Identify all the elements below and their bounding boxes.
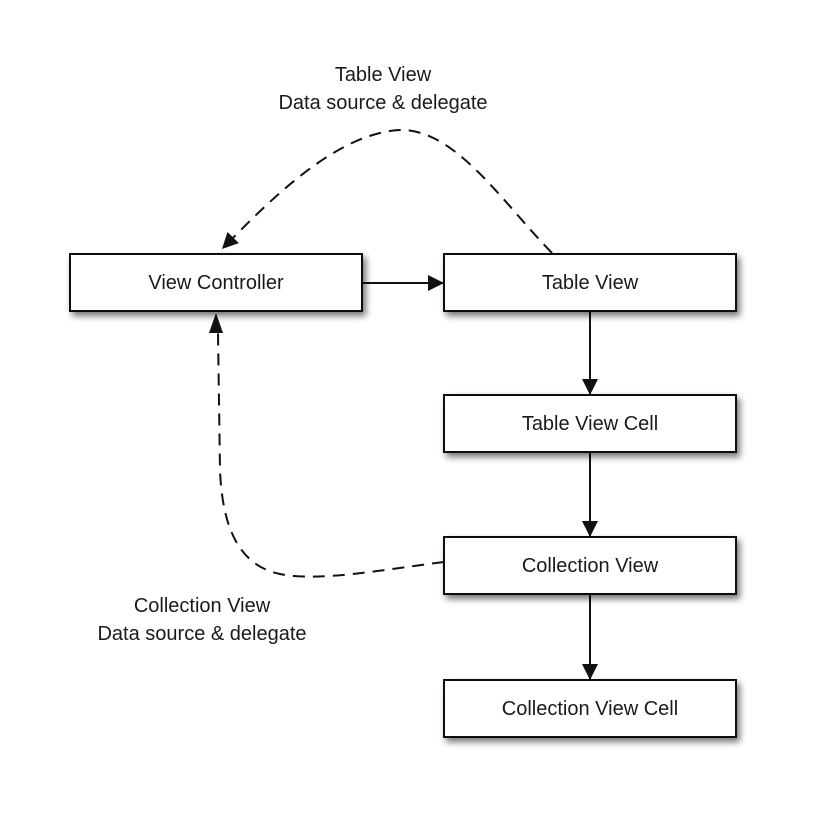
edge-label-subtitle: Data source & delegate: [278, 92, 487, 114]
dashed-edge-path: [217, 332, 445, 578]
dashed-edge-path: [221, 128, 553, 254]
arrowhead-up-icon: [209, 313, 223, 333]
edge-collectionview-datasource: Collection View Data source & delegate: [97, 313, 445, 645]
node-label: View Controller: [148, 272, 284, 294]
edge-label-subtitle: Data source & delegate: [97, 623, 306, 645]
solid-edges: [362, 275, 598, 680]
node-box: [443, 394, 737, 453]
node-label: Collection View: [522, 555, 659, 577]
node-table-view-cell[interactable]: Table View Cell: [443, 394, 737, 453]
node-label: Table View: [542, 272, 639, 294]
node-view-controller[interactable]: View Controller: [69, 253, 363, 312]
node-box: [443, 253, 737, 312]
edge-tableview-datasource: Table View Data source & delegate: [221, 64, 553, 254]
edge-label-title: Table View: [335, 64, 432, 86]
node-box: [443, 679, 737, 738]
node-label: Collection View Cell: [502, 698, 678, 720]
node-table-view[interactable]: Table View: [443, 253, 737, 312]
node-collection-view-cell[interactable]: Collection View Cell: [443, 679, 737, 738]
node-box: [443, 536, 737, 595]
node-collection-view[interactable]: Collection View: [443, 536, 737, 595]
node-label: Table View Cell: [522, 413, 658, 435]
edge-label-title: Collection View: [134, 595, 271, 617]
node-box: [69, 253, 363, 312]
